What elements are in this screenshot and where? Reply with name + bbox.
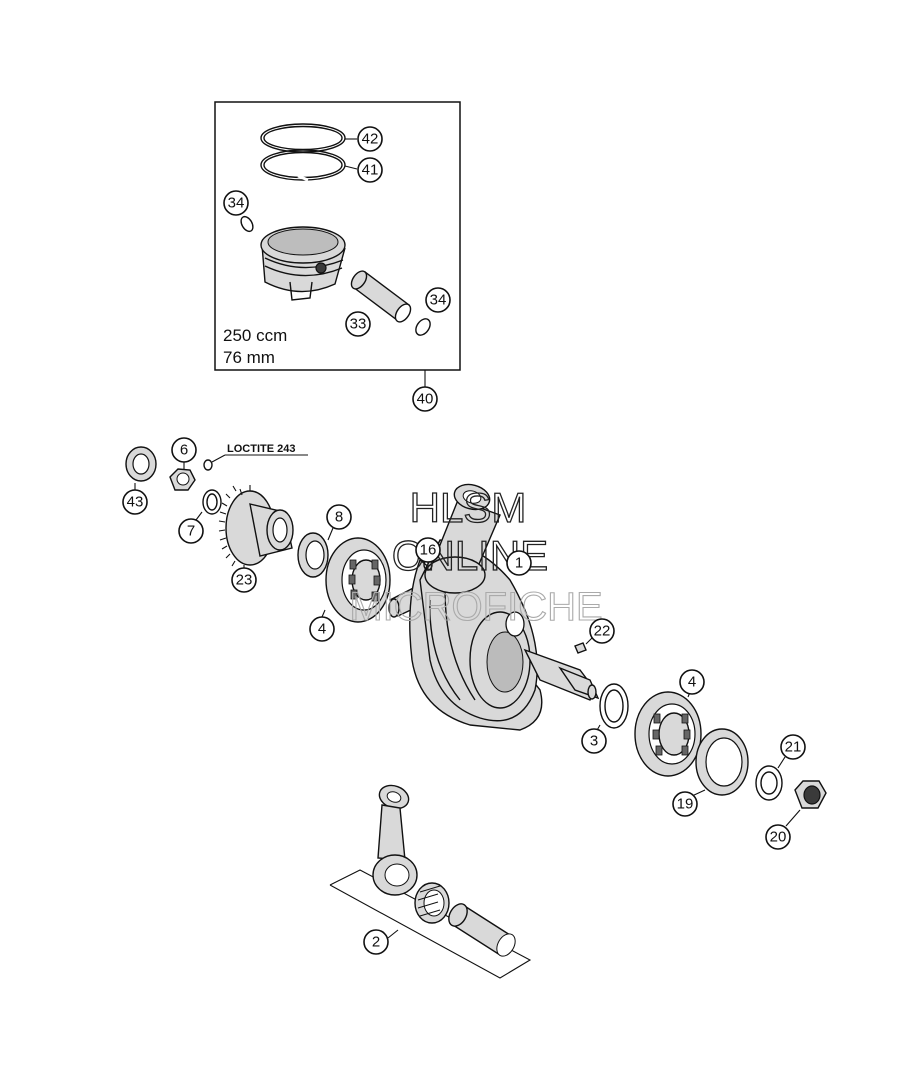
callout-7: 7 [178,518,204,544]
needle-bearing [414,882,450,924]
svg-text:20: 20 [770,829,787,846]
shim-3 [595,683,629,733]
svg-text:41: 41 [362,162,379,179]
callout-3: 3 [581,728,607,754]
svg-text:42: 42 [362,131,379,148]
svg-text:3: 3 [590,733,598,750]
main-bearing-4-left [321,537,391,623]
callout-16: 16 [415,537,441,563]
callout-1: 1 [506,550,532,576]
svg-text:40: 40 [417,391,434,408]
piston-pin [350,270,412,323]
bearing-43 [125,446,157,490]
callout-4-left: 4 [309,616,335,642]
primary-gear-23 [218,485,294,569]
callout-23: 23 [231,567,257,593]
callout-22: 22 [589,618,615,644]
washer-7 [195,489,222,521]
shaft-seal-8 [297,527,334,578]
callout-41: 41 [357,157,383,183]
callout-2: 2 [363,929,389,955]
watermark-line-3: MICROFICHE [349,585,602,629]
svg-text:23: 23 [236,572,253,589]
piston-kit-box: 250 ccm 76 mm [214,101,461,387]
svg-text:6: 6 [180,442,188,459]
callout-43: 43 [122,489,148,515]
callout-34-right: 34 [425,287,451,313]
svg-text:22: 22 [594,623,611,640]
callout-8: 8 [326,504,352,530]
circlip-left [240,215,254,233]
callout-21: 21 [780,734,806,760]
loctite-label: LOCTITE 243 [227,443,295,455]
callout-19: 19 [672,791,698,817]
bore-label: 76 mm [223,348,275,367]
piston-ring-second [260,149,346,182]
svg-text:7: 7 [187,523,195,540]
svg-text:34: 34 [228,195,245,212]
svg-text:4: 4 [318,621,326,638]
watermark-line-1: HLSM [410,484,527,531]
callout-33: 33 [345,311,371,337]
connecting-rod-kit-2 [329,784,532,979]
svg-text:33: 33 [350,316,367,333]
callout-40: 40 [412,386,438,412]
loctite-note: LOCTITE 243 [203,443,308,471]
svg-text:2: 2 [372,934,380,951]
main-bearing-4-right [634,691,702,777]
piston-ring-top [260,123,346,153]
displacement-label: 250 ccm [223,326,287,345]
svg-text:43: 43 [127,494,144,511]
nut-6 [169,462,196,491]
nut-20 [785,780,827,827]
callout-42: 42 [357,126,383,152]
callout-4-right: 4 [679,669,705,695]
crank-pin [448,903,516,957]
svg-text:19: 19 [677,796,694,813]
piston [260,226,346,301]
watermark: HLSM ONLINE MICROFICHE [349,483,603,629]
shaft-seal-19 [691,728,749,797]
svg-text:34: 34 [430,292,447,309]
svg-text:16: 16 [420,542,437,559]
svg-text:1: 1 [515,555,523,572]
woodruff-key-22 [574,637,593,654]
svg-text:21: 21 [785,739,802,756]
washer-21 [755,756,786,801]
callout-34-left: 34 [223,190,249,216]
svg-text:4: 4 [688,674,696,691]
circlip-right [415,318,431,336]
callout-6: 6 [171,437,197,463]
callout-20: 20 [765,824,791,850]
svg-text:8: 8 [335,509,343,526]
crankshaft-assembly-1 [388,483,600,731]
